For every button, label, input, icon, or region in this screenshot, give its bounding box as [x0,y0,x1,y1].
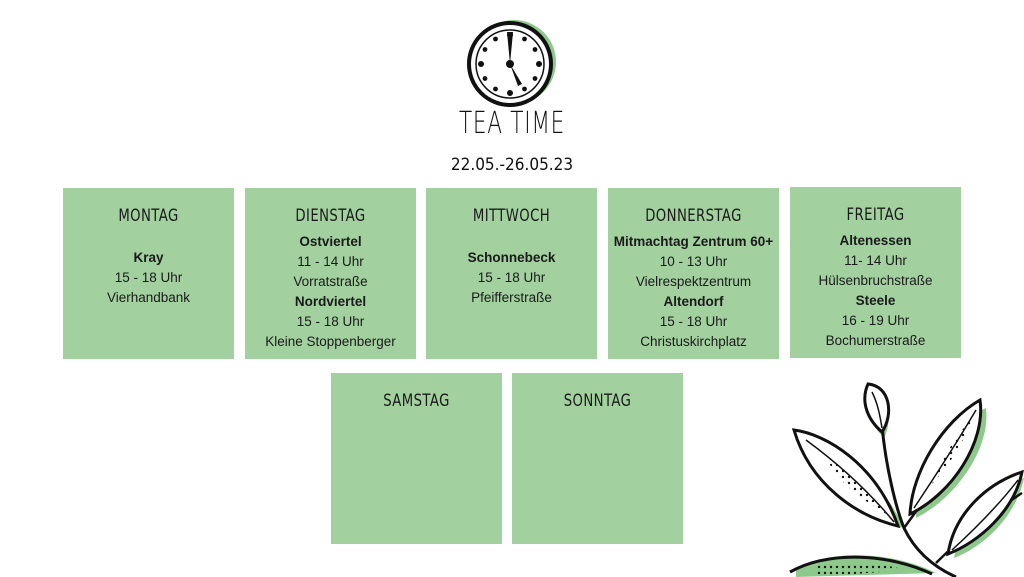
day-card-donnerstag: DONNERSTAG Mitmachtag Zentrum 60+ 10 - 1… [608,188,779,359]
place-name: Vorratstraße [293,274,368,289]
time-range: 15 - 18 Uhr [477,270,546,285]
day-label: SONNTAG [563,391,632,411]
place-name: Vielrespektzentrum [635,274,752,289]
day-card-montag: MONTAG Kray 15 - 18 Uhr Vierhandbank [63,188,234,359]
time-range: 15 - 18 Uhr [659,314,728,329]
place-name: Kleine Stoppenberger [265,334,396,349]
place-name: Bochumerstraße [825,333,926,348]
day-card-dienstag: DIENSTAG Ostviertel 11 - 14 Uhr Vorratst… [245,188,416,359]
time-range: 11 - 14 Uhr [297,254,364,269]
place-name: Vierhandbank [106,290,191,305]
clock-icon [467,20,556,107]
location-name: Altenessen [839,233,912,248]
place-name: Hülsenbruchstraße [818,273,933,288]
time-range: 11- 14 Uhr [844,253,907,268]
day-label: DONNERSTAG [645,206,742,226]
day-label: SAMSTAG [383,391,450,411]
location-name: Kray [133,250,164,265]
location-name: Steele [855,293,896,308]
location-name: Schonnebeck [467,250,556,265]
time-range: 15 - 18 Uhr [114,270,183,285]
location-name: Altendorf [663,294,724,309]
day-label: MITTWOCH [472,206,551,226]
place-name: Pfeifferstraße [471,290,552,305]
day-card-freitag: FREITAG Altenessen 11- 14 Uhr Hülsenbruc… [790,187,961,358]
day-label: FREITAG [846,205,905,225]
day-label: DIENSTAG [295,206,366,226]
page-title: TEA TIME [458,106,566,141]
place-name: Christuskirchplatz [640,334,747,349]
tea-leaves-illustration [789,382,1024,577]
location-name: Ostviertel [299,234,362,249]
day-card-sonntag: SONNTAG [512,373,683,544]
time-range: 15 - 18 Uhr [296,314,365,329]
location-name: Nordviertel [294,294,367,309]
day-card-mittwoch: MITTWOCH Schonnebeck 15 - 18 Uhr Pfeiffe… [426,188,597,359]
location-name: Mitmachtag Zentrum 60+ [613,234,774,249]
time-range: 16 - 19 Uhr [841,313,910,328]
day-label: MONTAG [118,206,179,226]
day-card-samstag: SAMSTAG [331,373,502,544]
date-range: 22.05.-26.05.23 [450,155,574,175]
time-range: 10 - 13 Uhr [659,254,728,269]
